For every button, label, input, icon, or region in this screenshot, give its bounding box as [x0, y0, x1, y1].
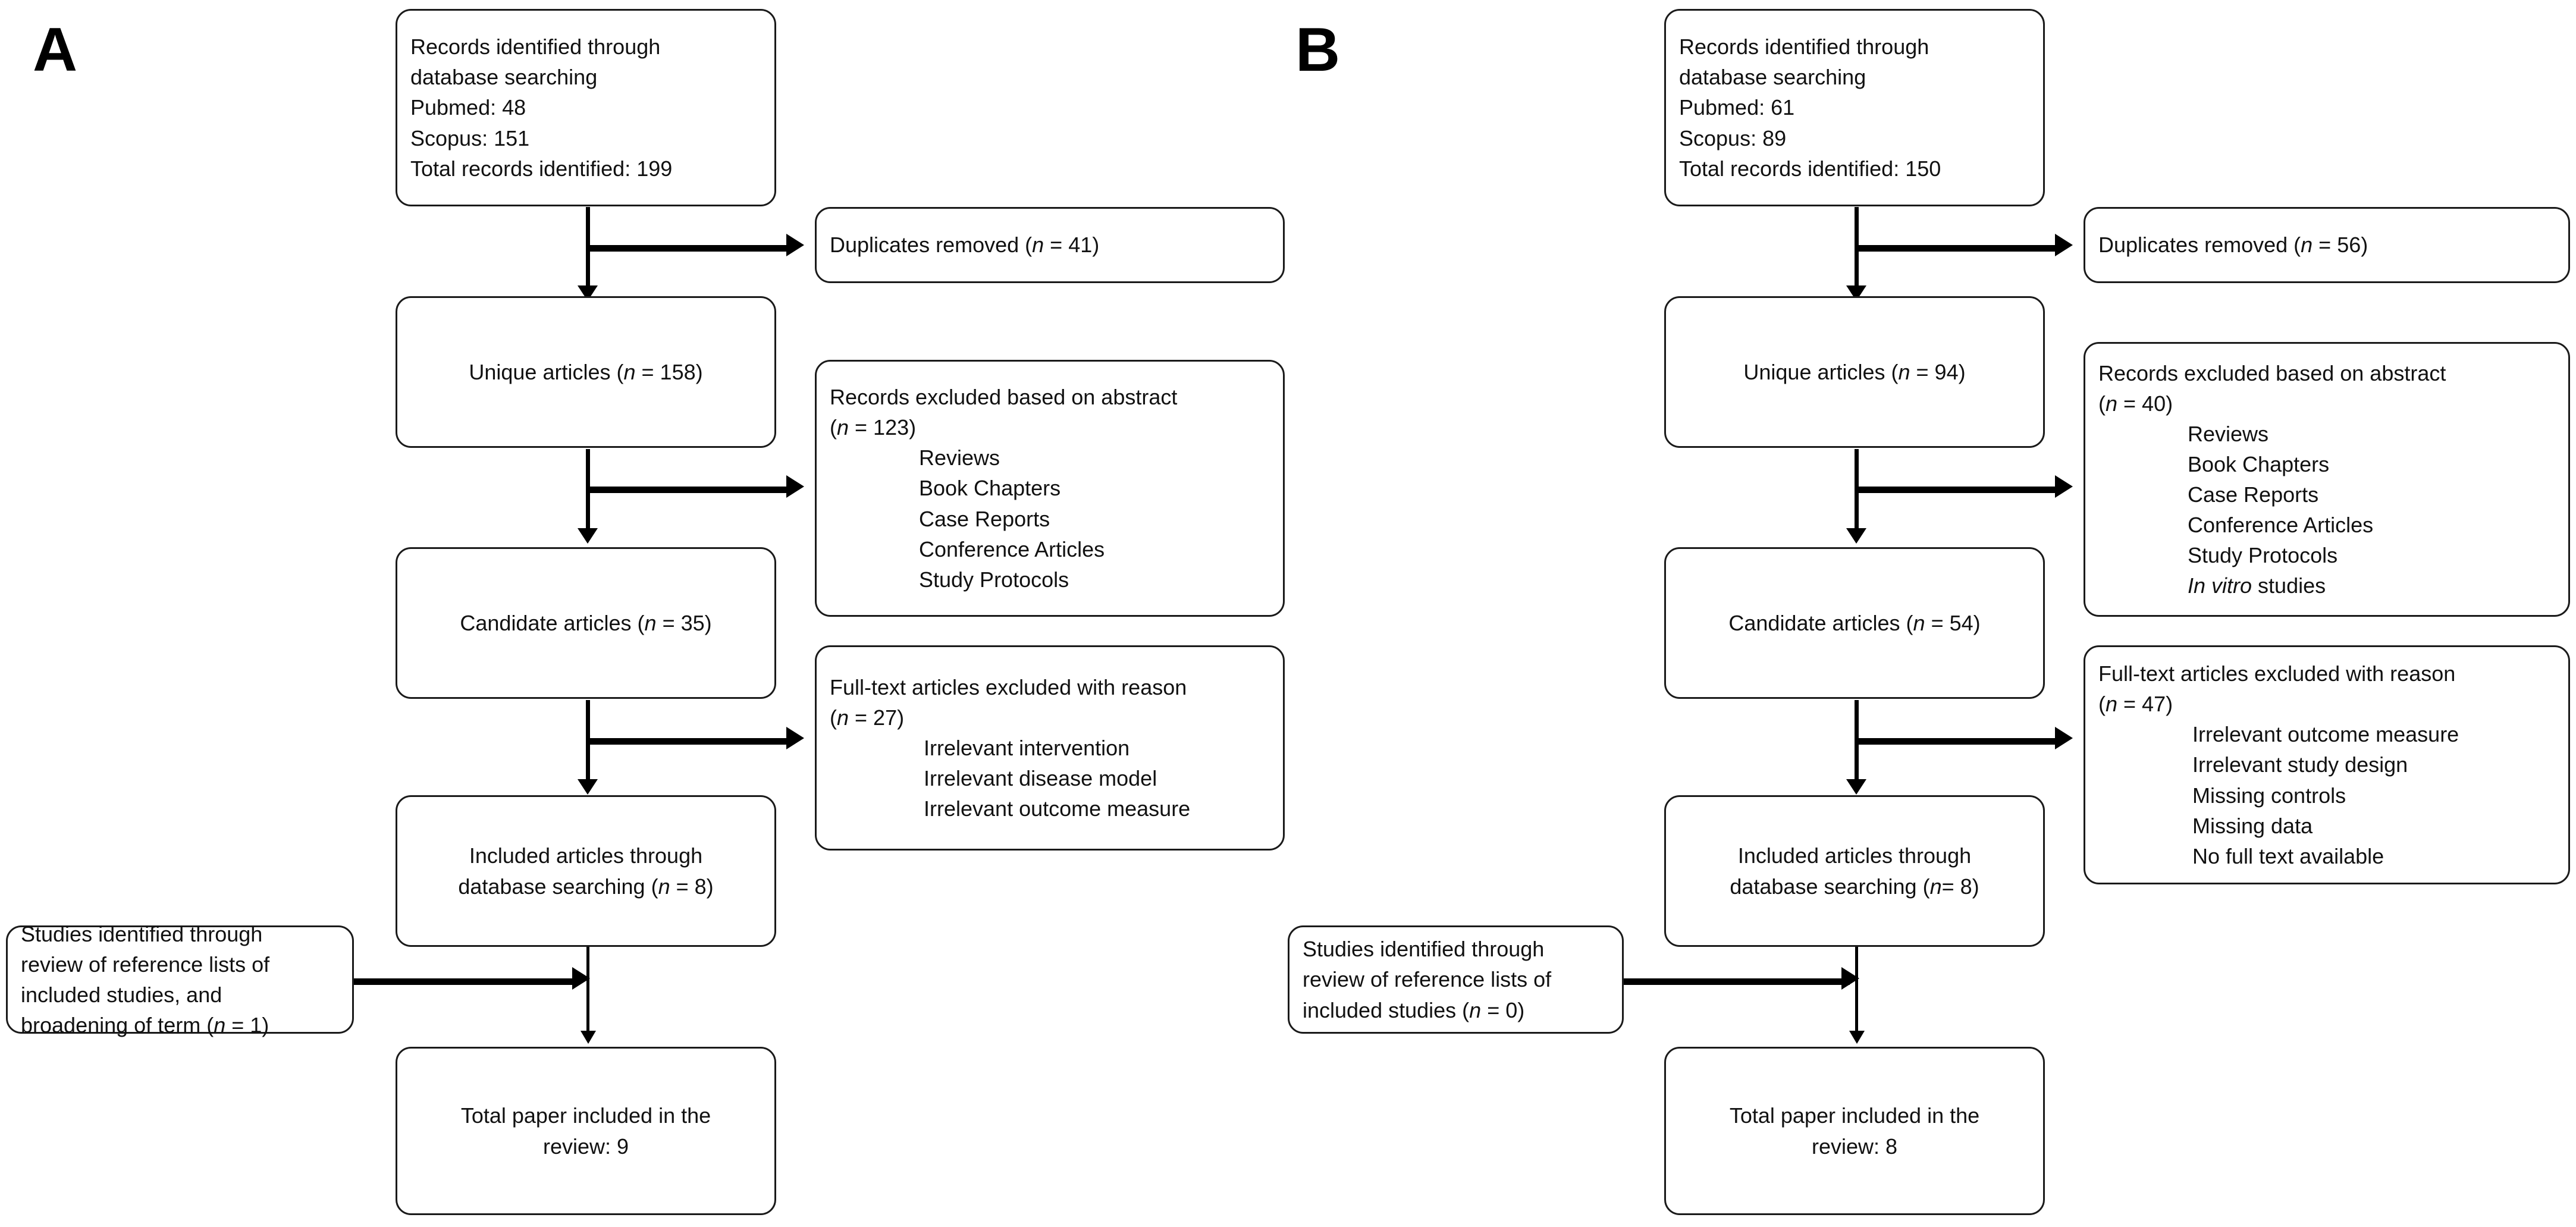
arrowhead-to-excluded-abstract-b: [2055, 475, 2073, 498]
connector-unique-to-candidate: [586, 449, 590, 537]
node-included-db-b: Included articles through database searc…: [1664, 795, 2045, 947]
node-records-identified-a: Records identified through database sear…: [396, 9, 776, 206]
node-records-identified-b: Records identified through database sear…: [1664, 9, 2045, 206]
arrowhead-included-to-total: [581, 1031, 596, 1044]
arrowhead-to-excluded-abstract: [786, 475, 804, 498]
node-excluded-fulltext-a: Full-text articles excluded with reason …: [815, 645, 1285, 851]
connector-to-excluded-abstract: [586, 487, 788, 493]
arrowhead-unique-to-candidate-b: [1846, 528, 1866, 544]
connector-to-excluded-fulltext-b: [1855, 738, 2057, 745]
arrowhead-to-excluded-fulltext-b: [2055, 727, 2073, 749]
connector-included-to-total-b: [1855, 946, 1858, 1041]
in-vitro-italic: In vitro: [2188, 573, 2252, 598]
node-unique-articles-b: Unique articles (n = 94): [1664, 296, 2045, 448]
node-total-included-b: Total paper included in the review: 8: [1664, 1047, 2045, 1215]
node-excluded-abstract-a: Records excluded based on abstract (n = …: [815, 360, 1285, 617]
node-candidate-articles-b: Candidate articles (n = 54): [1664, 547, 2045, 699]
node-excluded-fulltext-b: Full-text articles excluded with reason …: [2084, 645, 2570, 884]
arrowhead-included-to-total-b: [1849, 1031, 1865, 1044]
connector-to-duplicates-b: [1855, 245, 2057, 252]
duplicates-text-a: Duplicates removed (n = 41): [830, 233, 1100, 258]
connector-unique-to-candidate-b: [1855, 449, 1859, 537]
reason-in-vitro-studies: In vitro studies: [2188, 573, 2326, 598]
arrowhead-unique-to-candidate: [578, 528, 598, 544]
node-unique-articles-a: Unique articles (n = 158): [396, 296, 776, 448]
node-duplicates-removed-b: Duplicates removed (n = 56): [2084, 207, 2570, 283]
duplicates-text-b: Duplicates removed (n = 56): [2098, 233, 2368, 258]
connector-to-excluded-fulltext: [586, 738, 788, 745]
arrowhead-candidate-to-included-b: [1846, 779, 1866, 795]
panel-label-b: B: [1295, 15, 1341, 84]
node-total-included-a: Total paper included in the review: 9: [396, 1047, 776, 1215]
arrowhead-to-duplicates: [786, 234, 804, 256]
connector-included-to-total: [586, 946, 589, 1041]
connector-to-excluded-abstract-b: [1855, 487, 2057, 493]
panel-label-a: A: [33, 15, 78, 84]
connector-reference-to-total-b: [1624, 978, 1850, 985]
arrowhead-to-excluded-fulltext: [786, 727, 804, 749]
node-excluded-abstract-b: Records excluded based on abstract (n = …: [2084, 342, 2570, 617]
node-reference-lists-a: Studies identified through review of ref…: [6, 922, 354, 1037]
arrowhead-to-duplicates-b: [2055, 234, 2073, 256]
node-duplicates-removed-a: Duplicates removed (n = 41): [815, 207, 1285, 283]
node-included-db-a: Included articles through database searc…: [396, 795, 776, 947]
connector-to-duplicates: [586, 245, 788, 252]
connector-reference-to-total: [354, 978, 580, 985]
arrowhead-candidate-to-included: [578, 779, 598, 795]
node-reference-lists-b: Studies identified through review of ref…: [1288, 925, 1624, 1034]
node-candidate-articles-a: Candidate articles (n = 35): [396, 547, 776, 699]
